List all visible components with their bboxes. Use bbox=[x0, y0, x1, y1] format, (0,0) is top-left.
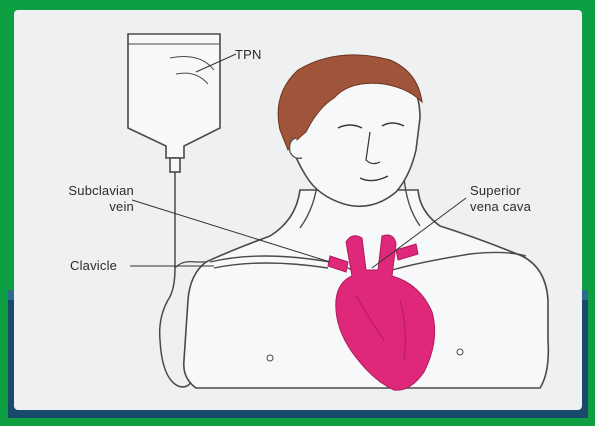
label-tpn: TPN bbox=[235, 47, 262, 63]
label-subclavian-line1: Subclavian bbox=[24, 183, 134, 199]
label-svc-line2: vena cava bbox=[470, 199, 590, 215]
iv-bag bbox=[128, 34, 220, 172]
label-clavicle: Clavicle bbox=[70, 258, 117, 274]
label-superior-vena-cava: Superior vena cava bbox=[470, 183, 590, 215]
label-subclavian-vein: Subclavian vein bbox=[24, 183, 134, 215]
label-subclavian-line2: vein bbox=[24, 199, 134, 215]
head bbox=[278, 55, 422, 206]
label-svc-line1: Superior bbox=[470, 183, 590, 199]
